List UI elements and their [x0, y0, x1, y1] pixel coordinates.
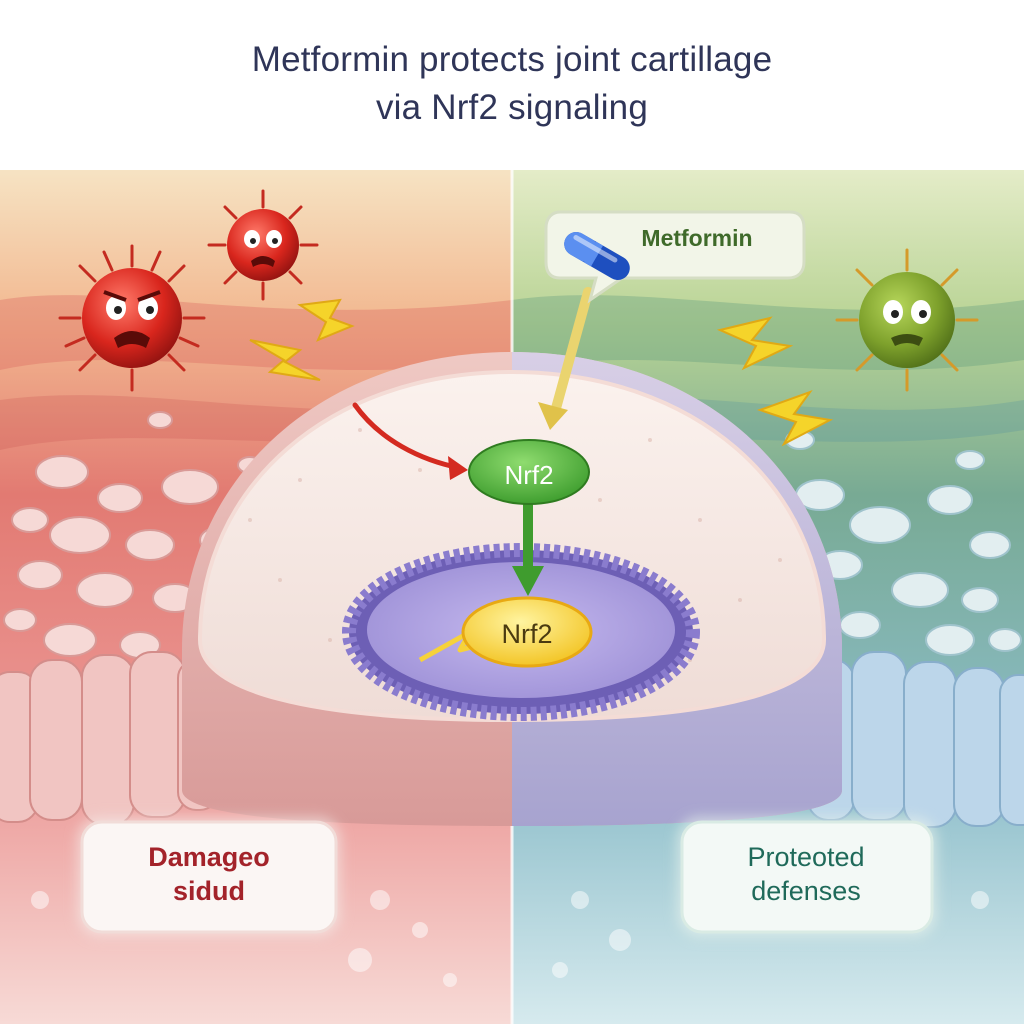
metformin-callout: Metformin	[544, 210, 806, 304]
worried-green-ros-icon	[835, 248, 979, 392]
bubbles	[31, 890, 989, 987]
nrf2-cytoplasm-label: Nrf2	[504, 460, 553, 490]
angry-red-ros-icon	[207, 189, 319, 301]
translocation-arrow	[512, 492, 544, 596]
nrf2-nucleus: Nrf2	[418, 596, 593, 668]
blue-capsule-icon	[564, 232, 630, 280]
damaged-label-line1: Damageo	[148, 842, 270, 872]
damaged-label-line2: sidud	[173, 876, 245, 906]
page-title: Metformin protects joint cartillage via …	[0, 36, 1024, 132]
ros-arrow	[352, 402, 468, 480]
title-line-2: via Nrf2 signaling	[375, 88, 649, 127]
damaged-callout: Damageo sidud	[76, 816, 342, 938]
protected-label-line2: defenses	[751, 876, 861, 906]
cytoplasm-speckles	[248, 428, 782, 662]
lightning-bolt-icon	[249, 298, 834, 447]
nrf2-cytoplasm: Nrf2	[468, 439, 590, 505]
metformin-label: Metformin	[641, 225, 752, 251]
angry-red-ros-icon	[58, 244, 206, 392]
title-line-1: Metformin protects joint cartillage	[251, 40, 773, 79]
protected-callout: Proteoted defenses	[676, 816, 938, 938]
metformin-arrow	[538, 287, 593, 430]
nrf2-nucleus-label: Nrf2	[501, 619, 552, 649]
protected-label-line1: Proteoted	[747, 842, 864, 872]
